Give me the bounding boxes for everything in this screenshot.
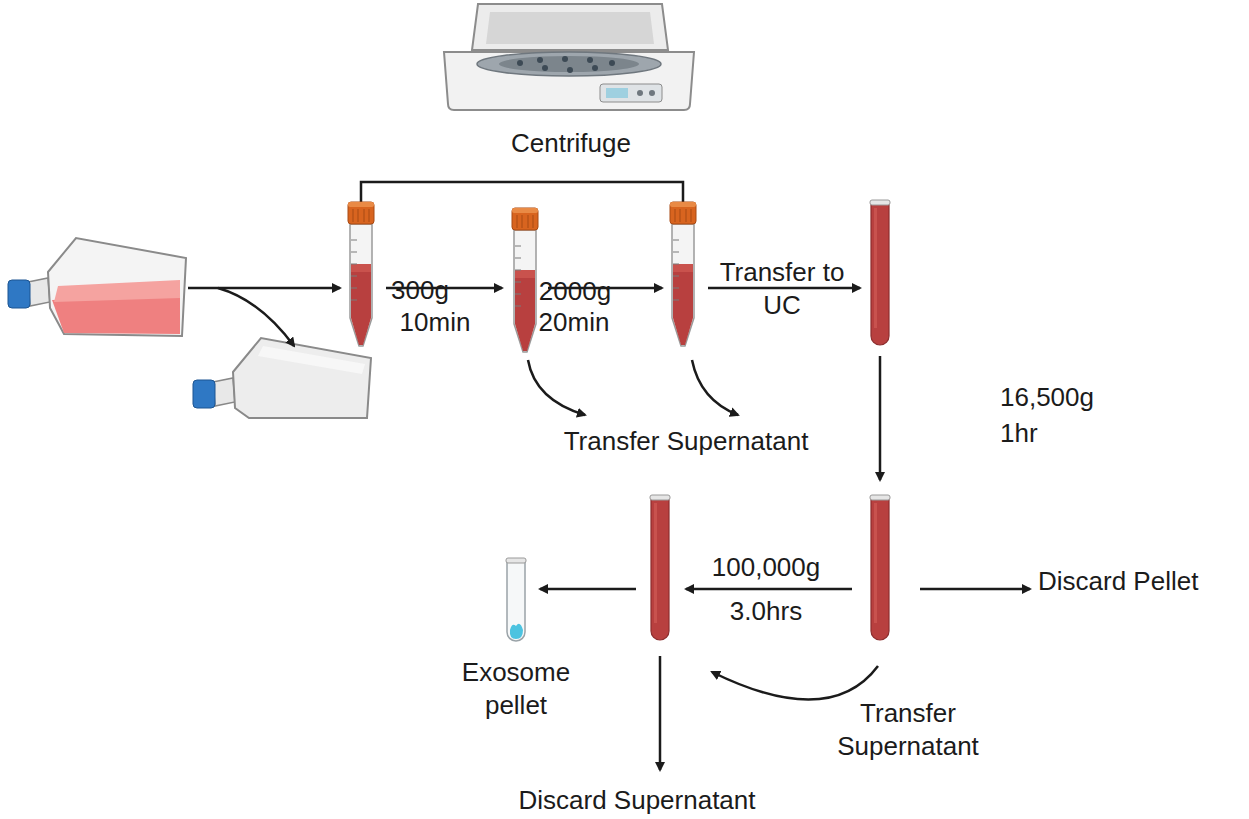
step-label: 300g [391, 274, 449, 307]
step-label: Transfer Supernatant [821, 697, 996, 762]
centrifuge-icon [444, 4, 694, 110]
step-label: 10min [400, 306, 471, 339]
falcon-tube [670, 202, 696, 346]
exosome-tube [506, 558, 526, 641]
step-label: Discard Supernatant [518, 784, 755, 817]
uc-tube [650, 495, 670, 640]
step-label: Discard Pellet [1038, 565, 1198, 598]
falcon-tube [512, 208, 538, 352]
flow-arrow [188, 288, 1030, 770]
step-label: Centrifuge [511, 127, 631, 160]
uc-tube [870, 200, 890, 345]
uc-tube [870, 495, 890, 640]
culture-flask [8, 238, 186, 336]
bracket [361, 182, 683, 206]
step-label: 100,000g [712, 551, 820, 584]
step-label: 3.0hrs [730, 595, 802, 628]
step-label: 16,500g [1000, 381, 1094, 414]
step-label: 2000g [539, 275, 611, 308]
step-label: Exosome pellet [449, 656, 584, 721]
empty-flask [193, 338, 371, 418]
step-label: Transfer to UC [720, 256, 845, 321]
step-label: 20min [539, 306, 610, 339]
step-label: Transfer Supernatant [564, 425, 809, 458]
step-label: 1hr [1000, 417, 1038, 450]
falcon-tube [348, 202, 374, 346]
